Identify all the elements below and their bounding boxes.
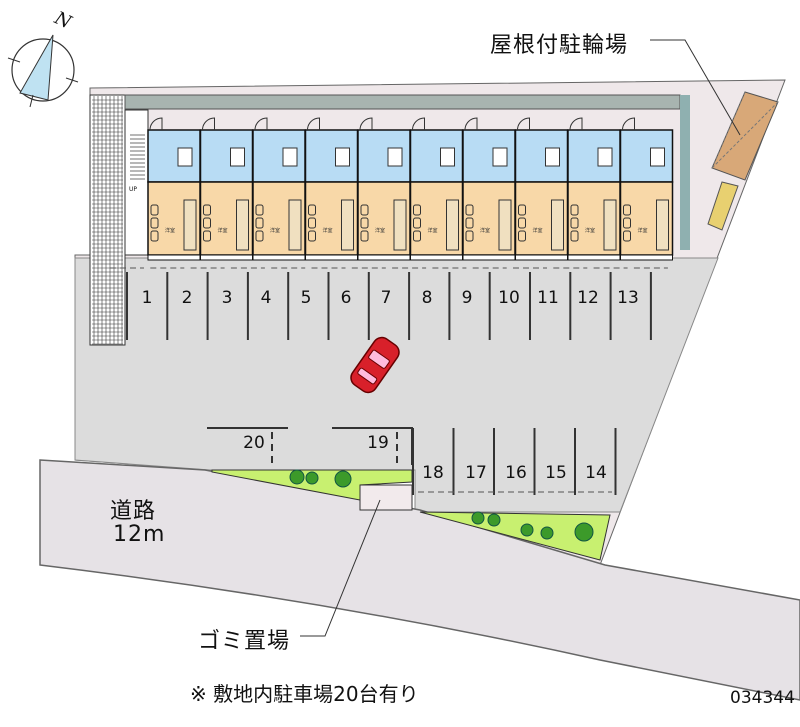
parking-space-20: 20 bbox=[243, 433, 265, 453]
garbage-area bbox=[359, 484, 413, 511]
parking-space-13: 13 bbox=[617, 288, 639, 308]
road bbox=[39, 459, 800, 701]
apartment-unit: 洋室 bbox=[514, 117, 569, 261]
parking-line bbox=[332, 427, 413, 465]
apartment-unit: 洋室 bbox=[199, 117, 254, 261]
apartment-unit: 洋室 bbox=[304, 117, 359, 261]
parking-space-15: 15 bbox=[545, 463, 567, 483]
apartment-unit: 洋室 bbox=[409, 117, 464, 261]
parking-space-16: 16 bbox=[505, 463, 527, 483]
stairs bbox=[124, 109, 149, 256]
parking-space-2: 2 bbox=[181, 288, 193, 308]
planting-right bbox=[419, 511, 611, 561]
room-label: 洋室 bbox=[427, 227, 437, 234]
right-wall bbox=[680, 95, 690, 250]
parking-space-3: 3 bbox=[221, 288, 233, 308]
parking-space-12: 12 bbox=[577, 288, 599, 308]
apartment-unit: 洋室 bbox=[357, 117, 411, 261]
apartment-unit: 洋室 bbox=[567, 117, 621, 261]
room-label: 洋室 bbox=[217, 227, 227, 234]
leader-bicycle bbox=[650, 39, 741, 136]
car bbox=[350, 336, 400, 394]
road-label: 道路 bbox=[110, 499, 157, 524]
tree-icon bbox=[334, 470, 352, 488]
compass-icon bbox=[7, 34, 79, 108]
tree-icon bbox=[289, 469, 305, 485]
parking-space-9: 9 bbox=[461, 288, 473, 308]
parking-space-6: 6 bbox=[340, 288, 352, 308]
apartment-unit: 洋室 bbox=[147, 117, 201, 261]
parking-space-7: 7 bbox=[380, 288, 392, 308]
parking-space-4: 4 bbox=[260, 288, 272, 308]
room-label: 洋室 bbox=[375, 227, 385, 234]
parking-space-11: 11 bbox=[537, 288, 559, 308]
bicycle-parking-label: 屋根付駐輪場 bbox=[490, 33, 629, 58]
parking-space-17: 17 bbox=[465, 463, 487, 483]
road-width-label: 12m bbox=[113, 522, 166, 547]
tree-icon bbox=[487, 513, 501, 527]
parking-space-1: 1 bbox=[141, 288, 153, 308]
apartment-unit: 洋室 bbox=[619, 117, 674, 261]
parking-space-5: 5 bbox=[300, 288, 312, 308]
tree-icon bbox=[540, 526, 554, 540]
room-label: 洋室 bbox=[322, 227, 332, 234]
parking-space-14: 14 bbox=[585, 463, 607, 483]
room-label: 洋室 bbox=[480, 227, 490, 234]
parking-space-8: 8 bbox=[421, 288, 433, 308]
parking-space-18: 18 bbox=[422, 463, 444, 483]
room-label: 洋室 bbox=[270, 227, 280, 234]
garbage-label: ゴミ置場 bbox=[198, 629, 291, 654]
tree-icon bbox=[305, 471, 319, 485]
tree-icon bbox=[520, 523, 534, 537]
room-label: 洋室 bbox=[165, 227, 175, 234]
room-label: 洋室 bbox=[637, 227, 647, 234]
apartment-unit: 洋室 bbox=[462, 117, 516, 261]
stair-up-label: UP bbox=[129, 186, 138, 193]
parking-space-10: 10 bbox=[498, 288, 520, 308]
tree-icon bbox=[471, 511, 485, 525]
room-label: 洋室 bbox=[585, 227, 595, 234]
parking-space-19: 19 bbox=[367, 433, 389, 453]
bicycle-rack bbox=[707, 181, 739, 231]
tree-icon bbox=[574, 522, 594, 542]
leader-garbage bbox=[300, 499, 381, 637]
corridor bbox=[124, 94, 681, 110]
parking-lot bbox=[74, 257, 719, 513]
apartment-unit: 洋室 bbox=[252, 117, 306, 261]
map-code: 034344 bbox=[730, 688, 795, 708]
parking-note: ※ 敷地内駐車場20台有り bbox=[190, 682, 419, 706]
room-label: 洋室 bbox=[532, 227, 542, 234]
